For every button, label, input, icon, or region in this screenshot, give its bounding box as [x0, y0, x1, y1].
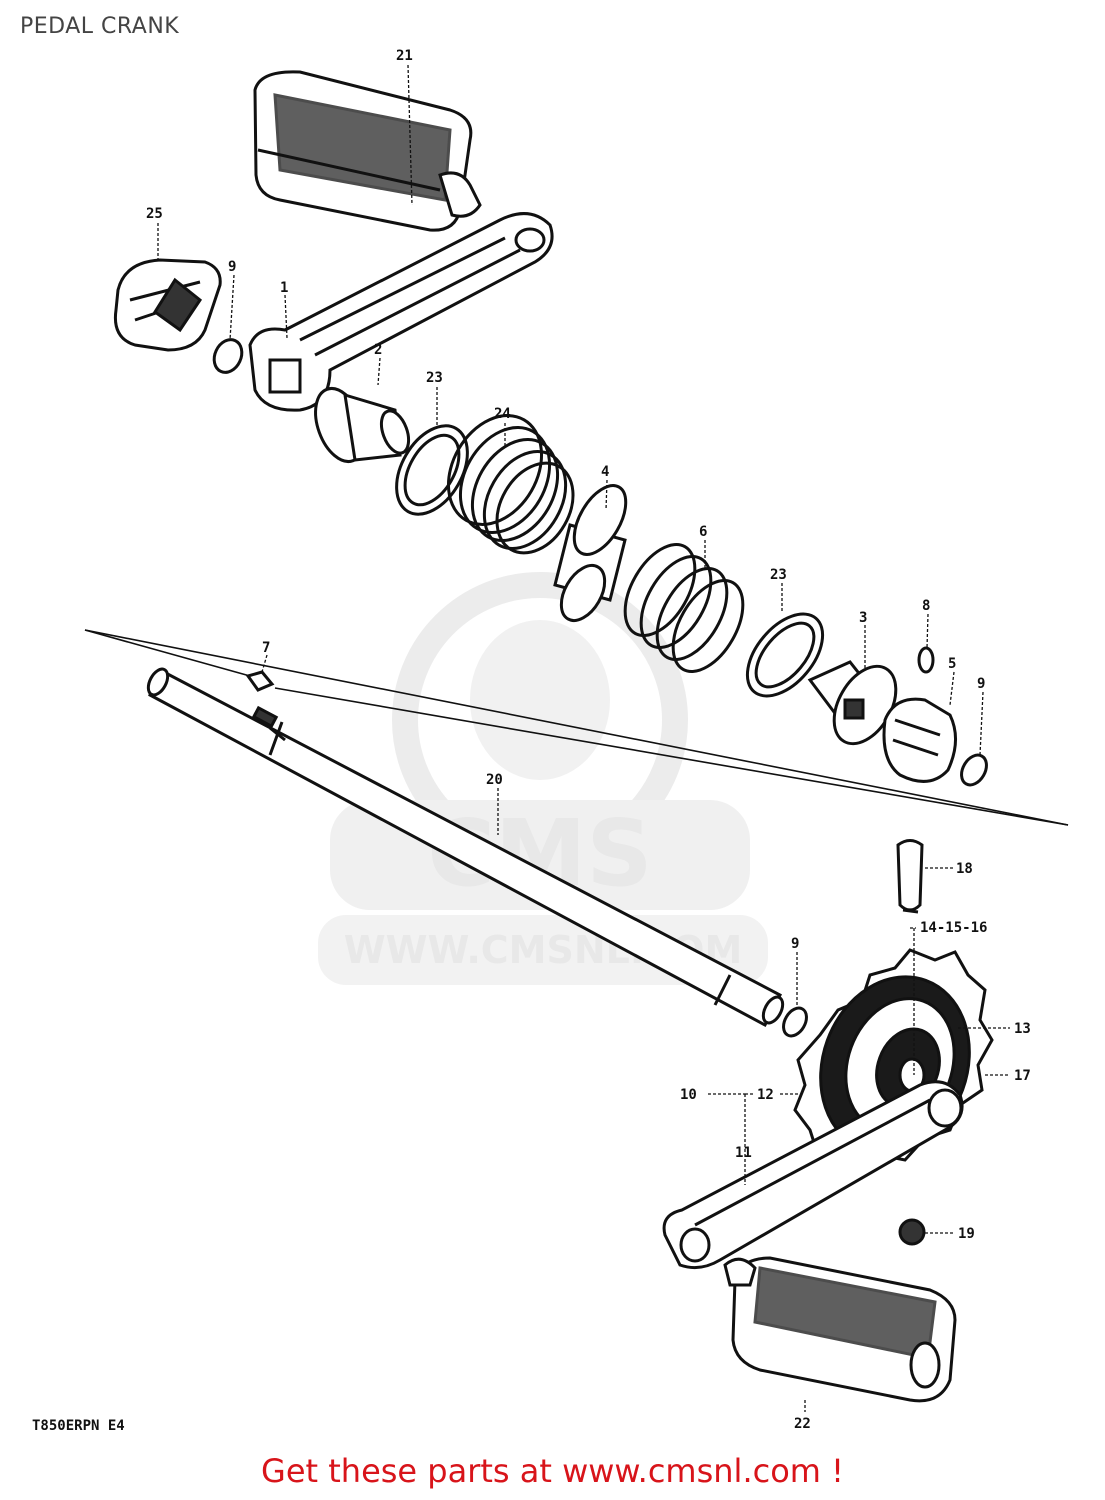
callout-13: 13: [1014, 1021, 1031, 1037]
callout-14-15-16: 14-15-16: [920, 920, 987, 936]
callout-23-upper: 23: [426, 370, 443, 386]
watermark-logo: CMS WWW.CMSNL.COM: [318, 572, 768, 985]
callout-7: 7: [262, 640, 270, 656]
callout-25: 25: [146, 206, 163, 222]
callout-20: 20: [486, 772, 503, 788]
callout-4: 4: [601, 464, 609, 480]
callout-12: 12: [757, 1087, 774, 1103]
callout-24: 24: [494, 406, 511, 422]
key-7: [245, 670, 275, 692]
top-pedal: [253, 70, 482, 232]
callout-2: 2: [374, 342, 382, 358]
shaft-20: [146, 667, 785, 1028]
bottom-pedal: [723, 1256, 957, 1403]
callout-8: 8: [922, 598, 930, 614]
part-8-pin: [917, 646, 935, 674]
callout-11: 11: [735, 1145, 752, 1161]
spring-24: [446, 414, 575, 555]
part-25-cam: [113, 258, 222, 352]
callout-22: 22: [794, 1416, 811, 1432]
footer-cta-link[interactable]: Get these parts at www.cmsnl.com !: [261, 1452, 844, 1490]
part-5-ratchet: [882, 697, 957, 783]
diagram-code: T850ERPN E4: [32, 1418, 125, 1434]
part-18-grip: [896, 839, 924, 914]
callout-19: 19: [958, 1226, 975, 1242]
callout-21: 21: [396, 48, 413, 64]
washer-9-top: [212, 338, 244, 374]
washer-9-right: [960, 753, 988, 787]
assembly-guide-lines: [84, 629, 1069, 826]
page-title: PEDAL CRANK: [20, 14, 180, 39]
washer-9-lower: [782, 1006, 808, 1038]
ring-23-upper: [395, 424, 469, 516]
sleeve-4: [553, 484, 628, 622]
callout-9-right: 9: [977, 676, 985, 692]
callout-3: 3: [859, 610, 867, 626]
callout-10: 10: [680, 1087, 697, 1103]
ring-23-lower: [745, 612, 825, 698]
callout-5: 5: [948, 656, 956, 672]
callout-leader-lines: [157, 64, 1010, 1412]
spring-6: [623, 542, 745, 674]
crank-arm-lower: [662, 1080, 964, 1270]
crank-arm-upper: [248, 212, 554, 412]
callout-labels: 21 25 9 1 2 23 24 4 6 23 3 8 5 9 7 20 18…: [146, 48, 1031, 1432]
callout-17: 17: [1014, 1068, 1031, 1084]
callout-1: 1: [280, 280, 288, 296]
callout-6: 6: [699, 524, 707, 540]
callout-18: 18: [956, 861, 973, 877]
callout-23-lower: 23: [770, 567, 787, 583]
part-2-spline-collar: [314, 387, 411, 463]
nut-19: [898, 1218, 926, 1246]
callout-9-lower: 9: [791, 936, 799, 952]
callout-9-top: 9: [228, 259, 236, 275]
